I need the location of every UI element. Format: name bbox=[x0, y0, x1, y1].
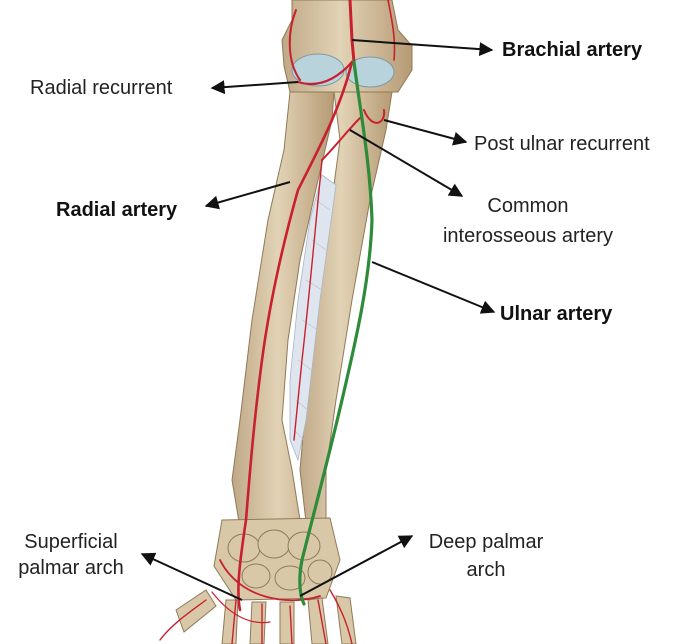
superficial-palmar-arch-label-line2: palmar arch bbox=[4, 556, 138, 580]
elbow-cartilage-lateral bbox=[292, 54, 344, 86]
post-ulnar-recurrent-label: Post ulnar recurrent bbox=[474, 132, 650, 156]
radial-artery-label: Radial artery bbox=[56, 198, 177, 222]
post-ulnar-recurrent-leader bbox=[384, 120, 466, 142]
ulnar-artery-label: Ulnar artery bbox=[500, 302, 612, 326]
ulnar-artery-leader bbox=[372, 262, 494, 312]
common-interosseous-label-line2: interosseous artery bbox=[430, 224, 626, 248]
deep-palmar-arch-label-line2: arch bbox=[416, 558, 556, 582]
radial-recurrent-label: Radial recurrent bbox=[30, 76, 172, 100]
superficial-palmar-arch-label-line1: Superficial bbox=[4, 530, 138, 554]
common-interosseous-label-line1: Common bbox=[430, 194, 626, 218]
radial-recurrent-leader bbox=[212, 82, 298, 88]
deep-palmar-arch-label-line1: Deep palmar bbox=[416, 530, 556, 554]
brachial-artery-label: Brachial artery bbox=[502, 38, 642, 62]
